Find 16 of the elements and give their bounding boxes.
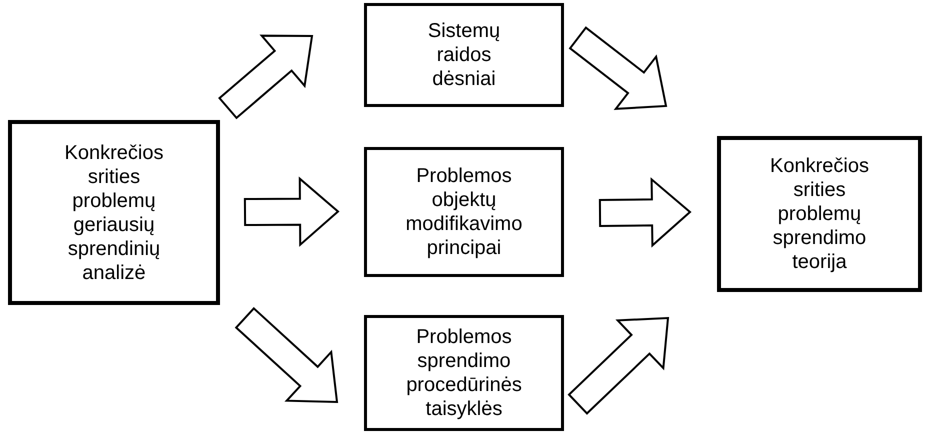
process-box <box>364 3 564 107</box>
box-label: Sistemų raidos dėsniai <box>426 19 502 91</box>
block-arrow <box>218 34 314 120</box>
box-label: Problemos sprendimo procedūrinės taisyklės <box>405 325 523 421</box>
block-arrow <box>234 306 338 404</box>
process-box <box>364 315 564 431</box>
box-label: Konkrečios srities problemų sprendimo teorija <box>769 154 870 274</box>
process-box <box>717 136 922 292</box>
process-box <box>8 120 220 305</box>
block-arrow <box>568 316 670 415</box>
box-label: Konkrečios srities problemų geriausių sprendinių analizė <box>64 140 164 284</box>
block-arrow <box>568 26 668 110</box>
process-box <box>364 147 564 277</box>
box-label: Problemos objektų modifikavimo principai <box>404 164 524 260</box>
block-arrow <box>244 176 340 247</box>
block-arrow <box>598 177 692 248</box>
